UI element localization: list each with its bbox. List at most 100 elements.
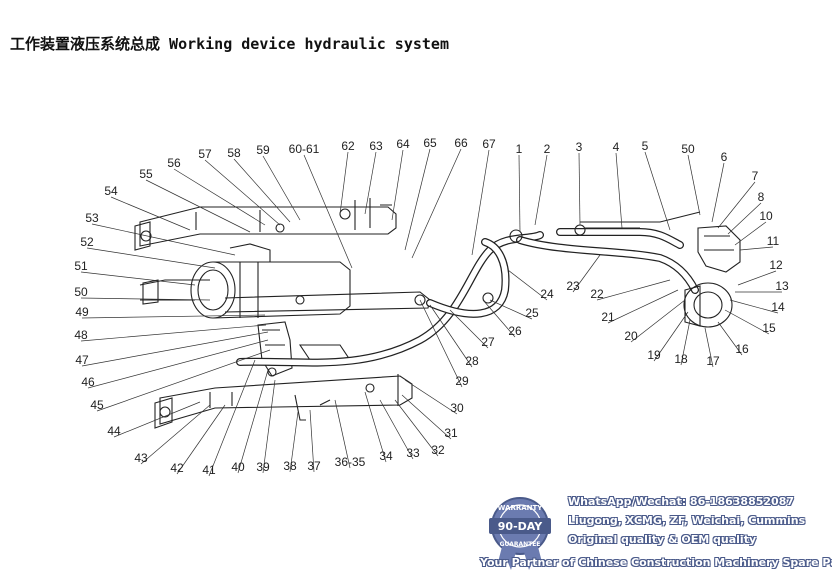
callout-leader bbox=[208, 359, 256, 477]
callout-label: 25 bbox=[525, 306, 539, 320]
callout-label: 32 bbox=[431, 443, 445, 457]
callout-leader bbox=[262, 379, 276, 474]
callout-label: 12 bbox=[769, 258, 783, 272]
callout-label: 51 bbox=[74, 259, 88, 273]
badge-bottom-text: GUARANTEE bbox=[500, 541, 541, 548]
callout-leader bbox=[489, 299, 533, 320]
callout-label: 60-61 bbox=[289, 142, 320, 156]
callout-leader bbox=[644, 151, 671, 231]
callout-label: 52 bbox=[80, 235, 94, 249]
callout-leader bbox=[729, 299, 779, 314]
callout-leader bbox=[615, 152, 623, 229]
callout-label: 24 bbox=[540, 287, 554, 301]
callout-label: 37 bbox=[307, 459, 321, 473]
callout-label: 36-35 bbox=[335, 455, 366, 469]
callout-label: 8 bbox=[758, 190, 765, 204]
callout-leader bbox=[572, 254, 601, 293]
callout-leader bbox=[81, 314, 266, 319]
callout-leader bbox=[596, 279, 671, 301]
callout-label: 50 bbox=[681, 142, 695, 156]
callout-leader bbox=[687, 154, 701, 216]
callout-label: 42 bbox=[170, 461, 184, 475]
callout-leader bbox=[518, 154, 521, 233]
callout-label: 3 bbox=[576, 140, 583, 154]
watermark-brands: Liugong, XCMG, ZF, Weichai, Cummins bbox=[568, 514, 806, 527]
callout-leader bbox=[680, 319, 691, 366]
callout-label: 59 bbox=[256, 143, 270, 157]
callout-label: 5 bbox=[642, 139, 649, 153]
callout-label: 40 bbox=[231, 460, 245, 474]
callout-label: 53 bbox=[85, 211, 99, 225]
watermark-tagline: Your Partner of Chinese Construction Mac… bbox=[480, 556, 832, 569]
callout-leader bbox=[394, 399, 439, 457]
callout-label: 46 bbox=[81, 375, 95, 389]
callout-leader bbox=[419, 299, 463, 388]
callout-label: 20 bbox=[624, 329, 638, 343]
callout-label: 43 bbox=[134, 451, 148, 465]
callout-leader bbox=[145, 179, 251, 233]
callout-label: 31 bbox=[444, 426, 458, 440]
callout-label: 27 bbox=[481, 335, 495, 349]
watermark: WhatsApp/Wechat: 86-18638852087 Liugong,… bbox=[568, 492, 828, 549]
callout-leaders bbox=[80, 148, 782, 477]
callout-label: 17 bbox=[706, 354, 720, 368]
callout-leader bbox=[140, 404, 211, 465]
badge-mid-text: 90-DAY bbox=[498, 520, 543, 533]
callout-leader bbox=[727, 202, 762, 235]
callout-label: 55 bbox=[139, 167, 153, 181]
callout-label: 10 bbox=[759, 209, 773, 223]
callout-leader bbox=[91, 223, 236, 256]
callout-leader bbox=[87, 339, 269, 389]
callout-leader bbox=[471, 149, 490, 256]
callout-leader bbox=[717, 181, 756, 229]
callout-leader bbox=[204, 159, 281, 226]
callout-leader bbox=[96, 349, 271, 412]
callout-leader bbox=[391, 149, 404, 221]
callout-label: 48 bbox=[74, 328, 88, 342]
callout-leader bbox=[113, 401, 201, 438]
callout-label: 41 bbox=[202, 463, 216, 477]
callout-leader bbox=[80, 297, 211, 301]
callout-leader bbox=[110, 196, 191, 231]
callout-label: 62 bbox=[341, 139, 355, 153]
callout-leader bbox=[81, 331, 269, 367]
callout-leader bbox=[734, 221, 767, 246]
callout-label: 45 bbox=[90, 398, 104, 412]
callout-leader bbox=[482, 299, 516, 338]
callout-leader bbox=[303, 154, 353, 269]
callout-leader bbox=[173, 168, 266, 226]
callout-label: 6 bbox=[721, 150, 728, 164]
callout-leader bbox=[630, 299, 686, 343]
callout-leader bbox=[401, 394, 452, 440]
callout-leader bbox=[653, 311, 689, 362]
callout-leader bbox=[233, 158, 291, 223]
callout-label: 39 bbox=[256, 460, 270, 474]
callout-leader bbox=[309, 409, 315, 473]
callout-label: 64 bbox=[396, 137, 410, 151]
callout-leader bbox=[411, 148, 462, 259]
callout-label: 2 bbox=[544, 142, 551, 156]
callout-label: 57 bbox=[198, 147, 212, 161]
callout-label: 18 bbox=[674, 352, 688, 366]
callout-label: 7 bbox=[752, 169, 759, 183]
callout-leader bbox=[379, 399, 414, 460]
page-title: 工作装置液压系统总成 Working device hydraulic syst… bbox=[10, 35, 449, 53]
callout-leader bbox=[507, 269, 548, 301]
callout-leader bbox=[739, 246, 774, 251]
callout-label: 23 bbox=[566, 279, 580, 293]
watermark-contact: WhatsApp/Wechat: 86-18638852087 bbox=[568, 495, 794, 508]
callout-leader bbox=[262, 155, 301, 221]
callout-leader bbox=[737, 270, 777, 286]
callout-label: 50 bbox=[74, 285, 88, 299]
callout-label: 67 bbox=[482, 137, 496, 151]
callout-label: 26 bbox=[508, 324, 522, 338]
callout-label: 38 bbox=[283, 459, 297, 473]
callout-label: 29 bbox=[455, 374, 469, 388]
callout-label: 11 bbox=[767, 234, 780, 248]
callout-label: 1 bbox=[516, 142, 523, 156]
callout-leader bbox=[429, 304, 473, 368]
callout-label: 58 bbox=[227, 146, 241, 160]
callout-leader bbox=[339, 151, 349, 215]
callout-label: 30 bbox=[450, 401, 464, 415]
